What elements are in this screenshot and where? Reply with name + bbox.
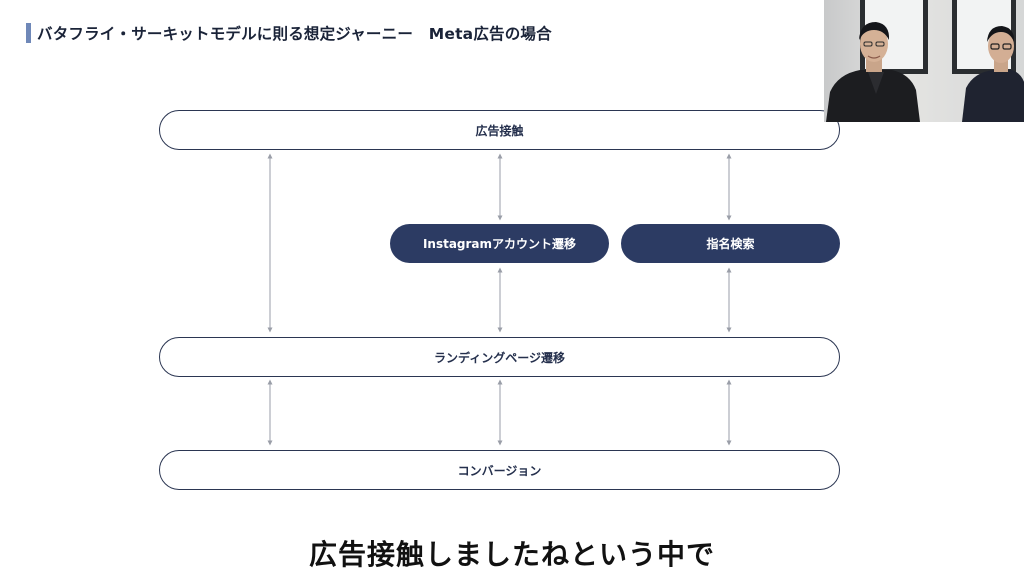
slide-title-group: バタフライ・サーキットモデルに則る想定ジャーニー Meta広告の場合: [26, 22, 552, 44]
title-accent-bar: [26, 23, 31, 43]
person-right: [962, 26, 1024, 122]
caption-subtitle: 広告接触しましたねという中で: [308, 538, 715, 571]
person-left: [826, 22, 920, 122]
node-brand-search: 指名検索: [621, 224, 840, 263]
node-ad-contact: 広告接触: [159, 110, 840, 150]
node-landing-page-transition: ランディングページ遷移: [159, 337, 840, 377]
webcam-overlay: [824, 0, 1024, 122]
slide-title: バタフライ・サーキットモデルに則る想定ジャーニー Meta広告の場合: [37, 25, 552, 43]
node-instagram-transition: Instagramアカウント遷移: [390, 224, 609, 263]
node-conversion: コンバージョン: [159, 450, 840, 490]
